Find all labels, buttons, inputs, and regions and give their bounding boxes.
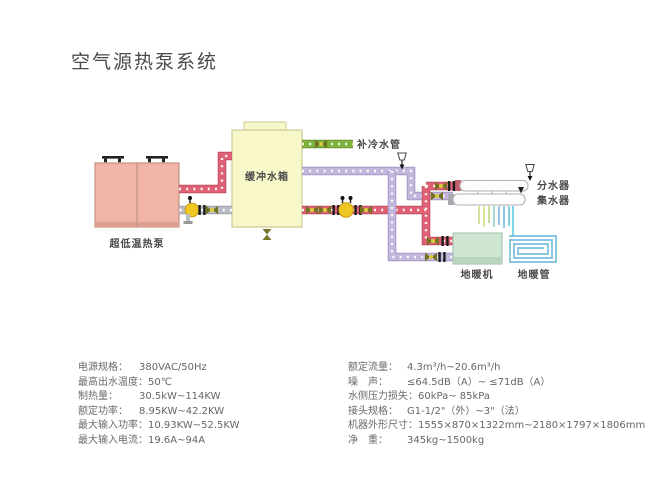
spec-label: 电源规格： bbox=[78, 362, 128, 373]
circulation-pump-icon bbox=[338, 202, 354, 218]
exhaust-valve-icon bbox=[525, 163, 535, 182]
manifold-tubes bbox=[478, 206, 514, 237]
floor-coil-label: 地暖管 bbox=[518, 268, 551, 281]
spec-value: ≤64.5dB（A）~ ≤71dB（A） bbox=[407, 376, 551, 388]
page-title: 空气源热泵系统 bbox=[71, 51, 219, 73]
spec-label: 额定功率： bbox=[78, 405, 128, 417]
spec-value: 8.95KW~42.2KW bbox=[139, 405, 225, 417]
pump-drain-base bbox=[183, 221, 193, 224]
pump-drain-stub bbox=[186, 214, 190, 222]
spec-label: 机器外形尺寸： bbox=[348, 420, 418, 432]
water-collector bbox=[448, 187, 526, 206]
spec-row: 电源规格： 380VAC/50Hz bbox=[78, 361, 340, 376]
heat-pump-fan-rails-icon bbox=[102, 156, 168, 163]
spec-value: 60kPa~ 85kPa bbox=[418, 391, 491, 403]
spec-label: 水侧压力损失： bbox=[348, 391, 418, 403]
collector-outlet-cap bbox=[448, 194, 454, 205]
spec-label: 噪 声： bbox=[348, 376, 388, 388]
spec-value: 380VAC/50Hz bbox=[139, 362, 207, 373]
gauge-icon bbox=[347, 195, 354, 204]
floor-heater-unit bbox=[452, 232, 503, 265]
spec-row: 机器外形尺寸：1555×870×1322mm~2180×1797×1806mm bbox=[348, 419, 660, 434]
buffer-tank-label: 缓冲水箱 bbox=[244, 170, 289, 183]
spec-label: 接头规格： bbox=[348, 405, 398, 417]
spec-row: 最大输入电流：19.6A~94A bbox=[78, 434, 340, 449]
makeup-pipe-label: 补冷水管 bbox=[356, 138, 401, 151]
distributor-cylinder bbox=[459, 179, 529, 192]
heat-pump-label: 超低温热泵 bbox=[109, 237, 165, 250]
spec-value: G1-1/2"（外）~3"（法） bbox=[407, 405, 525, 417]
spec-label: 净 重： bbox=[348, 434, 388, 446]
spec-value: 30.5kW~114KW bbox=[139, 391, 221, 403]
water-distributor bbox=[455, 179, 529, 194]
spec-row: 水侧压力损失：60kPa~ 85kPa bbox=[348, 390, 660, 405]
buffer-tank-body bbox=[231, 129, 303, 228]
spec-label: 最大输入功率： bbox=[78, 420, 148, 432]
spec-value: 10.93KW~52.5KW bbox=[148, 420, 240, 432]
collector-cylinder bbox=[452, 193, 526, 206]
heat-pump-unit bbox=[94, 156, 180, 228]
spec-row: 制热量： 30.5kW~114KW bbox=[78, 390, 340, 405]
spec-list-left: 电源规格： 380VAC/50Hz 最高出水温度：50℃ 制热量： 30.5kW~1… bbox=[78, 361, 340, 449]
gauge-icon bbox=[187, 195, 193, 204]
spec-row: 净 重： 345kg~1500kg bbox=[348, 434, 660, 449]
spec-label: 制热量： bbox=[78, 391, 118, 403]
drain-valve-icon bbox=[262, 229, 272, 240]
spec-row: 最大输入功率：10.93KW~52.5KW bbox=[78, 419, 340, 434]
gauge-icon bbox=[339, 195, 346, 204]
spec-row: 接头规格： G1-1/2"（外）~3"（法） bbox=[348, 405, 660, 420]
distributor-inlet-cap bbox=[455, 180, 461, 191]
spec-label: 最大输入电流： bbox=[78, 434, 148, 446]
spec-value: 4.3m³/h~20.6m³/h bbox=[407, 362, 501, 373]
spec-row: 最高出水温度：50℃ bbox=[78, 376, 340, 391]
spec-value: 19.6A~94A bbox=[148, 434, 206, 446]
distributor-label: 分水器 bbox=[537, 179, 570, 192]
spec-label: 额定流量： bbox=[348, 362, 398, 373]
floor-heater-base bbox=[453, 257, 502, 263]
collector-vent-icon bbox=[518, 187, 524, 194]
floor-heater-label: 地暖机 bbox=[461, 268, 494, 281]
spec-value: 50℃ bbox=[148, 376, 172, 388]
pipe-components bbox=[183, 139, 535, 262]
spec-value: 1555×870×1322mm~2180×1797×1806mm bbox=[418, 420, 646, 432]
buffer-tank bbox=[231, 121, 303, 240]
spec-list-right: 额定流量： 4.3m³/h~20.6m³/h 噪 声： ≤64.5dB（A）~ ≤7… bbox=[348, 361, 660, 449]
spec-row: 噪 声： ≤64.5dB（A）~ ≤71dB（A） bbox=[348, 376, 660, 391]
spec-label: 最高出水温度： bbox=[78, 376, 148, 388]
spec-row: 额定流量： 4.3m³/h~20.6m³/h bbox=[348, 361, 660, 376]
spec-row: 额定功率： 8.95KW~42.2KW bbox=[78, 405, 340, 420]
spec-value: 345kg~1500kg bbox=[407, 434, 485, 446]
collector-label: 集水器 bbox=[536, 194, 570, 207]
floor-coil-spiral bbox=[509, 235, 557, 263]
